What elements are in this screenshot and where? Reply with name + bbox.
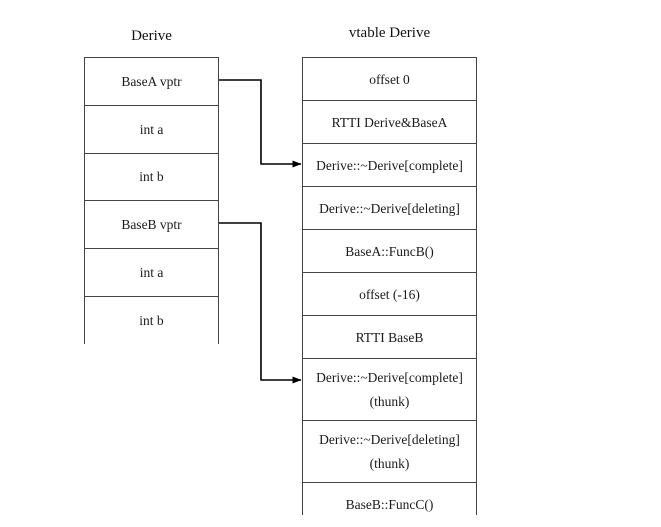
object-layout-row-label: BaseA vptr	[121, 73, 182, 89]
vtable-row-offset-0: offset 0	[303, 58, 476, 101]
vtable-row-label: Derive::~Derive[deleting]	[319, 432, 460, 448]
vtable-row-label: BaseB::FuncC()	[345, 497, 434, 512]
connector-baseb-vptr-to-complete-dtor-thunk	[219, 222, 302, 384]
vtable-row-label: offset (-16)	[359, 286, 420, 302]
object-layout-table: BaseA vptr int a int b BaseB vptr int a …	[84, 57, 219, 345]
object-layout-row-label: int b	[139, 169, 164, 185]
object-layout-row-label: int a	[139, 121, 164, 137]
vtable-row-baseb-funcc: BaseB::FuncC()	[303, 483, 476, 526]
vtable-row-basea-funcb: BaseA::FuncB()	[303, 230, 476, 273]
object-layout-title: Derive	[131, 28, 172, 44]
vtable-row-sublabel: (thunk)	[369, 455, 410, 471]
object-layout-row-int-a-1: int a	[85, 105, 218, 154]
vtable-row-label: RTTI BaseB	[355, 329, 424, 345]
vtable-row-label: offset 0	[369, 71, 410, 87]
connector-basea-vptr-to-complete-dtor	[219, 79, 302, 168]
vtable-row-label: Derive::~Derive[complete]	[316, 370, 463, 386]
object-layout-row-int-b-2: int b	[85, 296, 218, 345]
object-layout-row-int-b-1: int b	[85, 153, 218, 202]
object-layout-row-label: int b	[139, 313, 164, 329]
object-layout-row-basea-vptr: BaseA vptr	[85, 58, 218, 106]
vtable-title: vtable Derive	[348, 25, 431, 41]
vtable-row-label: RTTI Derive&BaseA	[331, 114, 448, 130]
vtable-row-dtor-complete: Derive::~Derive[complete]	[303, 144, 476, 187]
vtable-row-rtti-baseb: RTTI BaseB	[303, 316, 476, 359]
vtable-row-label: Derive::~Derive[complete]	[316, 157, 463, 173]
vtable-row-label: BaseA::FuncB()	[345, 243, 434, 259]
vtable-table: offset 0 RTTI Derive&BaseA Derive::~Deri…	[302, 57, 477, 526]
object-layout-row-baseb-vptr: BaseB vptr	[85, 201, 218, 250]
object-layout-row-label: BaseB vptr	[121, 217, 182, 233]
vtable-row-dtor-deleting: Derive::~Derive[deleting]	[303, 187, 476, 230]
vtable-row-label: Derive::~Derive[deleting]	[319, 200, 460, 216]
vtable-row-dtor-complete-thunk: Derive::~Derive[complete] (thunk)	[303, 359, 476, 421]
vtable-row-offset-minus-16: offset (-16)	[303, 273, 476, 316]
vtable-row-rtti-derive-basea: RTTI Derive&BaseA	[303, 101, 476, 144]
vtable-row-dtor-deleting-thunk: Derive::~Derive[deleting] (thunk)	[303, 421, 476, 483]
vtable-row-sublabel: (thunk)	[369, 393, 410, 409]
object-layout-row-label: int a	[139, 265, 164, 281]
object-layout-row-int-a-2: int a	[85, 249, 218, 297]
